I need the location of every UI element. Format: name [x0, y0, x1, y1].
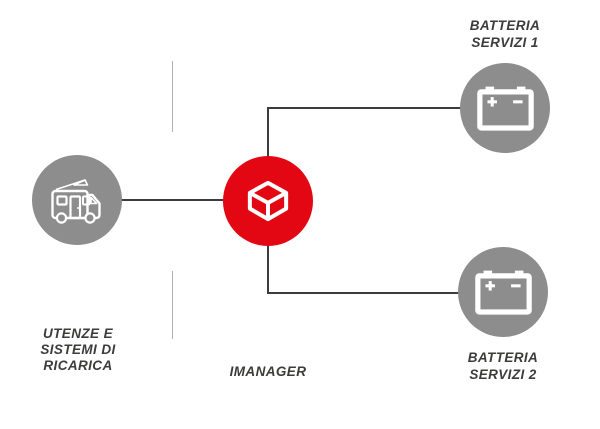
cube-icon [247, 180, 289, 222]
battery-icon [476, 86, 534, 131]
label-line: SERVIZI 2 [469, 367, 537, 382]
camper-icon [51, 179, 101, 224]
label-utenze-sistemi-ricarica: UTENZE E SISTEMI DI RICARICA [8, 326, 148, 374]
node-imanager [223, 156, 313, 246]
divider-line-bottom [172, 271, 173, 339]
label-line: IMANAGER [229, 364, 307, 379]
battery-icon [474, 270, 532, 315]
connector-imanager-batteria2-vertical [267, 246, 269, 294]
connector-imanager-batteria2-horizontal [267, 292, 460, 294]
label-imanager: IMANAGER [198, 363, 338, 380]
label-line: BATTERIA [469, 18, 541, 33]
node-batteria2 [458, 247, 548, 337]
label-line: UTENZE E [43, 326, 113, 341]
label-batteria-servizi-1: BATTERIA SERVIZI 1 [435, 17, 575, 51]
label-line: BATTERIA [467, 350, 539, 365]
label-batteria-servizi-2: BATTERIA SERVIZI 2 [433, 349, 573, 383]
connector-imanager-batteria1-vertical [267, 107, 269, 158]
divider-line-top [172, 61, 173, 132]
connector-imanager-batteria1-horizontal [267, 107, 462, 109]
node-utenze [32, 155, 122, 245]
label-line: SERVIZI 1 [471, 35, 539, 50]
label-line: RICARICA [43, 358, 113, 373]
node-batteria1 [460, 63, 550, 153]
connector-utenze-imanager [120, 199, 225, 201]
label-line: SISTEMI DI [40, 342, 116, 357]
